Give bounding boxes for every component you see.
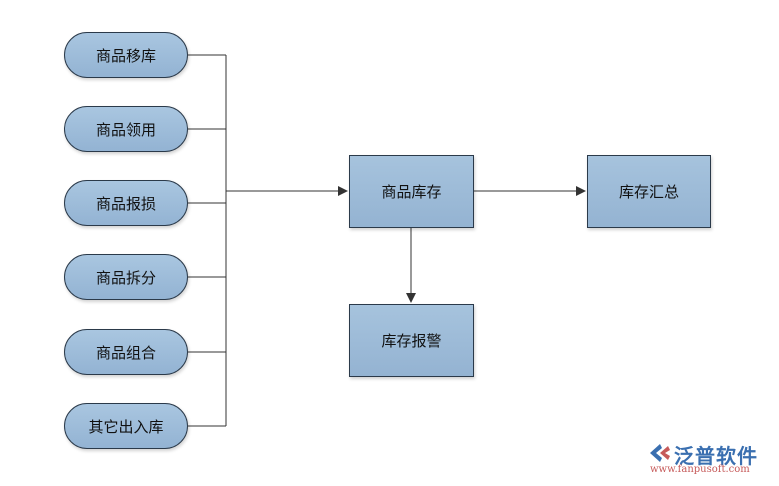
node-label: 其它出入库 [88,417,164,436]
node-label: 库存报警 [381,332,442,350]
node-goods-split: 商品拆分 [64,254,188,300]
node-label: 商品库存 [381,183,442,201]
node-goods-loss: 商品报损 [64,180,188,226]
node-label: 商品移库 [95,46,156,65]
node-label: 库存汇总 [618,183,679,201]
fanpu-logo-icon [650,444,670,462]
node-inventory-alert: 库存报警 [349,304,474,377]
node-label: 商品报损 [95,194,156,213]
node-label: 商品组合 [95,343,156,362]
brand-name: 泛普软件 [674,444,758,468]
node-goods-requisition: 商品领用 [64,106,188,152]
node-other-in-out: 其它出入库 [64,403,188,449]
node-goods-combine: 商品组合 [64,329,188,375]
node-move-stock: 商品移库 [64,32,188,78]
node-label: 商品领用 [95,120,156,139]
node-label: 商品拆分 [95,268,156,287]
brand-url: www.fanpusoft.com [650,464,750,475]
node-inventory-summary: 库存汇总 [587,155,711,228]
node-goods-inventory: 商品库存 [349,155,474,228]
brand-logo: 泛普软件 www.fanpusoft.com [648,440,772,480]
